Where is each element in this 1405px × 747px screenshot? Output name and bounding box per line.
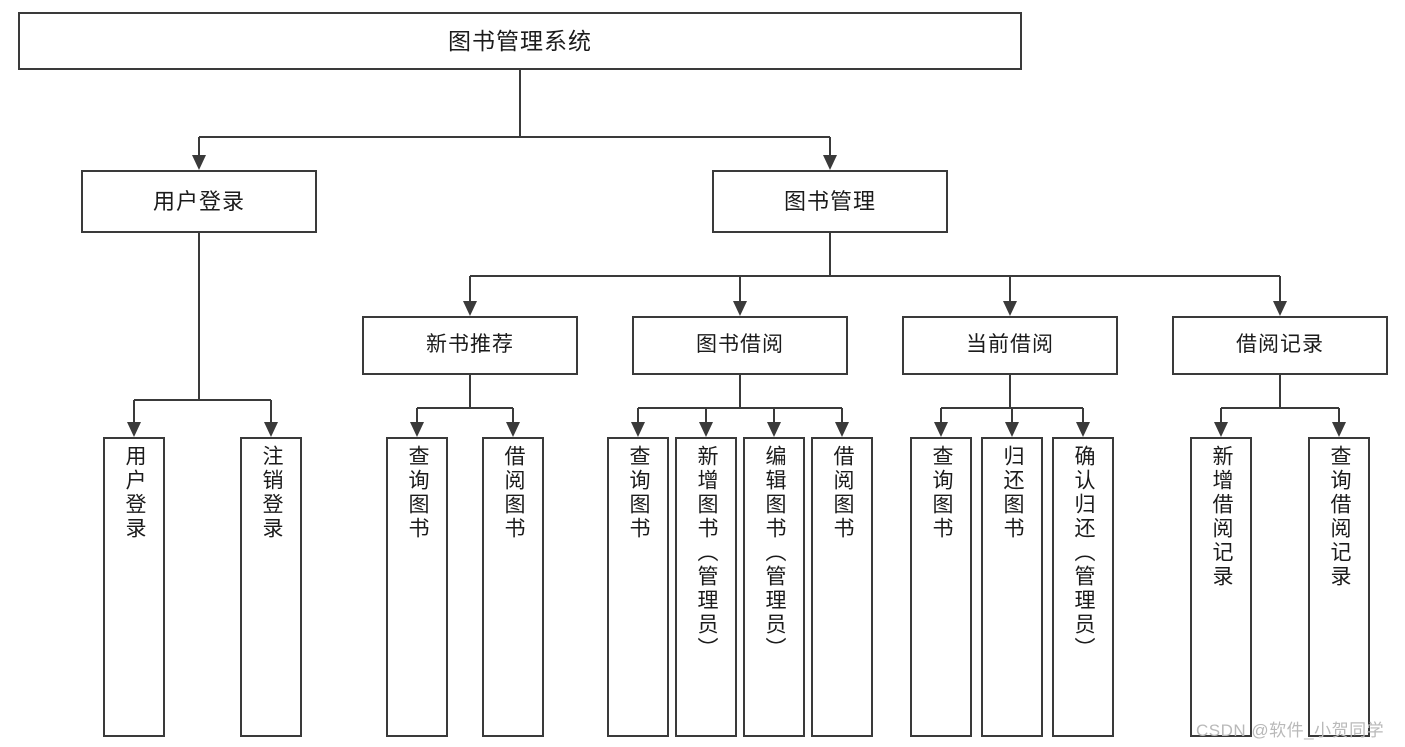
arrowhead-to-leaf (1076, 422, 1090, 437)
connector-branch (468, 276, 471, 302)
node-新增借阅记录[interactable]: 新增借阅记录 (1190, 437, 1252, 737)
arrowhead-to-leaf (1214, 422, 1228, 437)
connector-stem (1278, 375, 1281, 408)
node-新书推荐[interactable]: 新书推荐 (362, 316, 578, 375)
connector-branch (1010, 408, 1013, 423)
node-label: 图书管理系统 (448, 27, 592, 54)
arrowhead-to-node-新书推荐 (463, 301, 477, 316)
node-图书管理[interactable]: 图书管理 (712, 170, 948, 233)
node-label: 新书推荐 (426, 333, 514, 357)
connector-bus (638, 406, 842, 409)
node-label: 编辑图书（管理员） (763, 445, 787, 661)
connector-branch (772, 408, 775, 423)
arrowhead-to-leaf (767, 422, 781, 437)
connector-branch (840, 408, 843, 423)
connector-branch (1081, 408, 1084, 423)
arrowhead-to-node-当前借阅 (1003, 301, 1017, 316)
node-label: 归还图书 (1001, 445, 1025, 541)
node-图书借阅[interactable]: 图书借阅 (632, 316, 848, 375)
node-label: 借阅图书 (502, 445, 526, 541)
connector-branch (738, 276, 741, 302)
node-label: 当前借阅 (966, 333, 1054, 357)
node-label: 图书管理 (783, 188, 876, 214)
arrowhead-to-leaf (1005, 422, 1019, 437)
csdn-watermark: CSDN @软件_小贺同学 (1196, 721, 1385, 740)
node-编辑图书管理员[interactable]: 编辑图书（管理员） (743, 437, 805, 737)
node-label: 借阅记录 (1236, 333, 1324, 357)
node-查询借阅记录[interactable]: 查询借阅记录 (1308, 437, 1370, 737)
arrowhead-to-leaf (264, 422, 278, 437)
node-新增图书管理员[interactable]: 新增图书（管理员） (675, 437, 737, 737)
arrowhead-to-node-借阅记录 (1273, 301, 1287, 316)
node-label: 用户登录 (152, 188, 245, 214)
connector-book-mgmt-bus (470, 274, 1280, 277)
node-当前借阅[interactable]: 当前借阅 (902, 316, 1118, 375)
node-label: 图书借阅 (696, 333, 784, 357)
node-确认归还管理员[interactable]: 确认归还（管理员） (1052, 437, 1114, 737)
connector-branch (1337, 408, 1340, 423)
connector-stem (738, 375, 741, 408)
arrowhead-to-leaf (934, 422, 948, 437)
node-label: 查询图书 (627, 445, 651, 541)
arrowhead-to-leaf (127, 422, 141, 437)
arrowhead-to-leaf (1332, 422, 1346, 437)
connector-branch (511, 408, 514, 423)
node-label: 确认归还（管理员） (1072, 445, 1096, 661)
connector-branch (828, 137, 831, 156)
connector-branch (1219, 408, 1222, 423)
connector-bus (417, 406, 513, 409)
node-借阅图书[interactable]: 借阅图书 (482, 437, 544, 737)
node-注销登录[interactable]: 注销登录 (240, 437, 302, 737)
connector-bus (134, 398, 271, 401)
node-查询图书[interactable]: 查询图书 (607, 437, 669, 737)
connector-stem (1008, 375, 1011, 408)
connector-bus (941, 406, 1083, 409)
node-用户登录[interactable]: 用户登录 (81, 170, 317, 233)
connector-branch (704, 408, 707, 423)
node-图书管理系统[interactable]: 图书管理系统 (18, 12, 1022, 70)
node-label: 新增图书（管理员） (695, 445, 719, 661)
node-用户登录[interactable]: 用户登录 (103, 437, 165, 737)
node-label: 查询图书 (406, 445, 430, 541)
node-借阅记录[interactable]: 借阅记录 (1172, 316, 1388, 375)
node-label: 借阅图书 (831, 445, 855, 541)
connector-branch (636, 408, 639, 423)
connector-branch (132, 400, 135, 423)
connector-bus (1221, 406, 1339, 409)
arrowhead-to-node-用户登录 (192, 155, 206, 170)
connector-book-mgmt-stem (828, 233, 831, 276)
arrowhead-to-leaf (699, 422, 713, 437)
connector-stem (468, 375, 471, 408)
connector-branch (1008, 276, 1011, 302)
node-label: 查询图书 (930, 445, 954, 541)
connector-branch (197, 137, 200, 156)
node-借阅图书[interactable]: 借阅图书 (811, 437, 873, 737)
connector-branch (269, 400, 272, 423)
arrowhead-to-leaf (631, 422, 645, 437)
arrowhead-to-leaf (835, 422, 849, 437)
node-归还图书[interactable]: 归还图书 (981, 437, 1043, 737)
connector-root-stem (518, 70, 521, 137)
node-label: 查询借阅记录 (1328, 445, 1352, 589)
node-label: 注销登录 (260, 445, 284, 541)
arrowhead-to-node-图书管理 (823, 155, 837, 170)
node-查询图书[interactable]: 查询图书 (910, 437, 972, 737)
arrowhead-to-leaf (410, 422, 424, 437)
connector-stem (197, 233, 200, 400)
connector-branch (415, 408, 418, 423)
connector-branch (1278, 276, 1281, 302)
connector-root-bus (199, 135, 830, 138)
arrowhead-to-node-图书借阅 (733, 301, 747, 316)
node-label: 用户登录 (123, 445, 147, 541)
arrowhead-to-leaf (506, 422, 520, 437)
connector-branch (939, 408, 942, 423)
node-label: 新增借阅记录 (1210, 445, 1234, 589)
node-查询图书[interactable]: 查询图书 (386, 437, 448, 737)
